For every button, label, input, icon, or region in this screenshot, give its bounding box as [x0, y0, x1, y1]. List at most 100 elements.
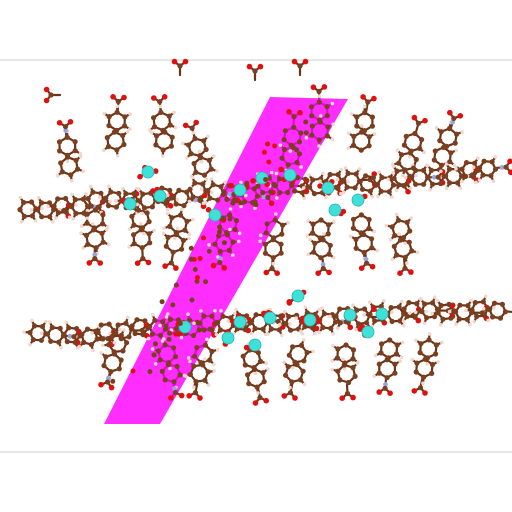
carbon-atom [354, 114, 360, 120]
carbon-atom [350, 347, 357, 353]
hydrogen-atom [53, 216, 58, 220]
oxygen-atom [86, 260, 93, 266]
hydrogen-atom [354, 327, 359, 332]
hydrogen-atom [291, 366, 295, 370]
carbon-atom [403, 133, 409, 139]
carbon-atom [307, 184, 313, 190]
carbon-atom [353, 245, 359, 251]
carbon-atom [106, 123, 112, 129]
hydrogen-atom [91, 348, 95, 353]
carbon-atom [131, 241, 137, 247]
carbon-atom [105, 203, 112, 209]
nitrogen-atom [172, 386, 177, 391]
carbon-atom [59, 169, 65, 175]
carbon-atom [171, 379, 177, 385]
carbon-atom [391, 175, 397, 182]
hydrogen-atom [408, 155, 412, 159]
hydrogen-atom [331, 344, 335, 348]
carbon-atom [75, 166, 81, 172]
carbon-atom [159, 185, 165, 191]
hydrogen-atom [256, 391, 260, 395]
carbon-atom [172, 354, 179, 360]
carbon-atom [352, 185, 358, 191]
carbon-atom [260, 190, 266, 196]
hydrogen-atom [403, 241, 408, 246]
carbon-atom [208, 166, 214, 172]
carbon-atom [489, 159, 495, 165]
oxygen-atom [411, 388, 418, 394]
carbon-atom [298, 130, 304, 136]
metal-atom [248, 338, 262, 352]
oxygen-atom [228, 182, 235, 189]
hydrogen-atom [192, 385, 196, 390]
oxygen-atom [162, 263, 168, 269]
carbon-atom [308, 104, 315, 110]
carbon-atom [197, 320, 203, 326]
carbon-atom [318, 255, 324, 261]
carbon-atom [263, 177, 269, 182]
carbon-atom [103, 195, 109, 201]
metal-atom [321, 181, 335, 195]
hydrogen-atom [239, 204, 243, 209]
hydrogen-atom [226, 319, 230, 323]
carbon-atom [157, 332, 163, 338]
hydrogen-atom [317, 144, 321, 148]
carbon-atom [227, 216, 233, 222]
hydrogen-atom [266, 332, 270, 336]
oxygen-atom [67, 119, 74, 125]
metal-atom [291, 289, 305, 303]
hydrogen-atom [282, 360, 286, 365]
carbon-atom [304, 349, 310, 356]
carbon-atom [170, 302, 176, 308]
carbon-atom [453, 309, 459, 315]
carbon-atom [221, 215, 227, 221]
carbon-atom [406, 300, 412, 306]
metal-atom [361, 325, 375, 339]
hydrogen-atom [165, 207, 170, 212]
carbon-atom [324, 113, 330, 119]
hydrogen-atom [388, 238, 393, 242]
carbon-atom [316, 137, 322, 143]
hydrogen-atom [311, 349, 315, 354]
metal-atom [141, 165, 155, 179]
carbon-atom [469, 307, 475, 313]
oxygen-atom [303, 188, 310, 195]
hydrogen-atom [74, 203, 78, 207]
carbon-atom [472, 300, 478, 306]
carbon-atom [191, 363, 197, 369]
oxygen-atom [193, 119, 199, 126]
carbon-atom [192, 136, 198, 142]
carbon-atom [252, 199, 258, 205]
nitrogen-atom [63, 128, 69, 134]
oxygen-atom [167, 203, 174, 209]
carbon-atom [249, 318, 255, 324]
carbon-atom [201, 313, 207, 319]
carbon-atom [69, 204, 75, 210]
carbon-atom [55, 210, 61, 216]
viewport-bottom-border [0, 451, 512, 453]
carbon-atom [325, 124, 331, 130]
oxygen-atom [168, 395, 174, 401]
carbon-atom [464, 316, 470, 322]
oxygen-atom [286, 300, 293, 306]
carbon-atom [98, 190, 104, 196]
carbon-atom [135, 207, 142, 213]
hydrogen-atom [414, 338, 418, 343]
carbon-atom [409, 174, 415, 180]
carbon-atom [29, 199, 35, 205]
oxygen-atom [252, 400, 259, 406]
carbon-atom [398, 152, 405, 158]
hydrogen-atom [399, 299, 404, 304]
hydrogen-atom [46, 204, 50, 209]
carbon-atom [302, 176, 308, 182]
carbon-atom [353, 236, 359, 242]
hydrogen-atom [204, 177, 209, 182]
carbon-atom [131, 191, 137, 197]
oxygen-atom [360, 94, 366, 100]
carbon-atom [359, 186, 366, 192]
hydrogen-atom [36, 195, 41, 200]
carbon-atom [268, 189, 274, 195]
hydrogen-atom [78, 154, 83, 159]
